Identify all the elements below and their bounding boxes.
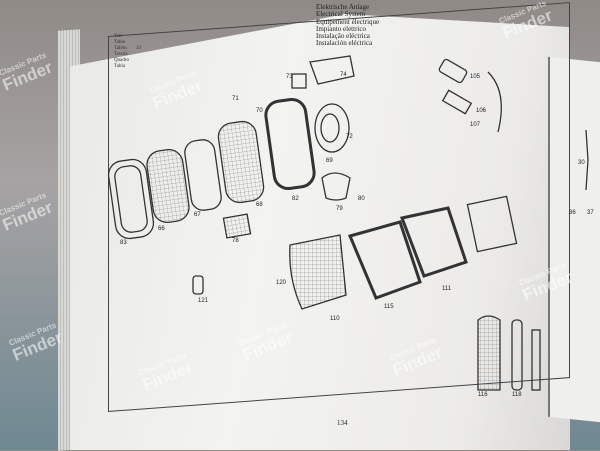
part-number-74: 74 <box>340 72 347 78</box>
part-number-30: 30 <box>578 160 585 166</box>
frame-111 <box>399 206 468 278</box>
title-en: Electrical System <box>316 10 366 19</box>
lens-66 <box>146 149 190 223</box>
title-fr: Equipement électrique <box>316 17 380 26</box>
part-number-110: 110 <box>330 316 340 322</box>
page-number: 134 <box>337 419 348 427</box>
label: Tabla <box>114 64 126 69</box>
part-number-78: 78 <box>232 238 239 244</box>
wire-30 <box>585 129 589 191</box>
part-number-70: 70 <box>256 108 263 114</box>
title-es: Instalación eléctrica <box>316 39 373 48</box>
reflector-69 <box>314 103 350 153</box>
title-it: Impianto elettrico <box>316 24 366 33</box>
housing-79 <box>321 172 351 201</box>
part-number-71: 71 <box>232 96 239 102</box>
part-number-105: 105 <box>470 74 481 80</box>
part-number-116: 116 <box>478 392 488 398</box>
part-number-82: 82 <box>292 196 299 202</box>
label: Tavola <box>114 52 128 57</box>
label: Tafeln <box>114 46 127 51</box>
gasket-115 <box>347 220 422 300</box>
title-de: Elektrische Anlage <box>316 3 370 11</box>
part-number-118: 118 <box>512 392 522 398</box>
part-number-69: 69 <box>326 158 333 164</box>
part-number-106: 106 <box>476 108 487 114</box>
part-number-115: 115 <box>384 304 394 310</box>
tail-lens-116 <box>477 315 541 391</box>
part-number-67: 67 <box>194 212 201 218</box>
label: Teil <box>114 34 122 39</box>
section-title: Elektrische Anlage Electrical System Equ… <box>316 3 380 48</box>
title-pt: Instalação eléctrica <box>316 32 370 41</box>
bulb-holder-121 <box>192 275 204 295</box>
label: Table <box>114 40 126 45</box>
tail-lamp-110 <box>289 234 347 310</box>
part-number-79: 79 <box>336 206 343 212</box>
table-labels: Teil Table Tafeln Tavola Quadro Tabla 33 <box>114 34 141 70</box>
gasket-67 <box>184 139 222 211</box>
part-number-36: 36 <box>569 210 576 216</box>
part-number-107: 107 <box>470 122 481 128</box>
side-marker-105-107 <box>438 58 502 133</box>
part-number-121: 121 <box>198 298 209 304</box>
part-number-120: 120 <box>276 280 287 286</box>
lamp-frame-83 <box>107 158 155 240</box>
part-number-68: 68 <box>256 202 263 208</box>
frame-82 <box>264 97 316 191</box>
section-number: 33 <box>136 46 141 51</box>
part-number-80: 80 <box>358 196 365 202</box>
part-number-37: 37 <box>587 210 594 216</box>
cover-73-74 <box>291 55 355 89</box>
part-number-73: 73 <box>286 74 293 80</box>
part-number-66: 66 <box>158 226 165 232</box>
part-number-83: 83 <box>120 240 127 246</box>
part-number-72: 72 <box>346 134 353 140</box>
lens-right <box>466 195 518 253</box>
part-number-111: 111 <box>442 286 452 292</box>
label: Quadro <box>114 58 129 63</box>
lens-78 <box>222 213 252 239</box>
headlamp-68 <box>217 120 265 204</box>
